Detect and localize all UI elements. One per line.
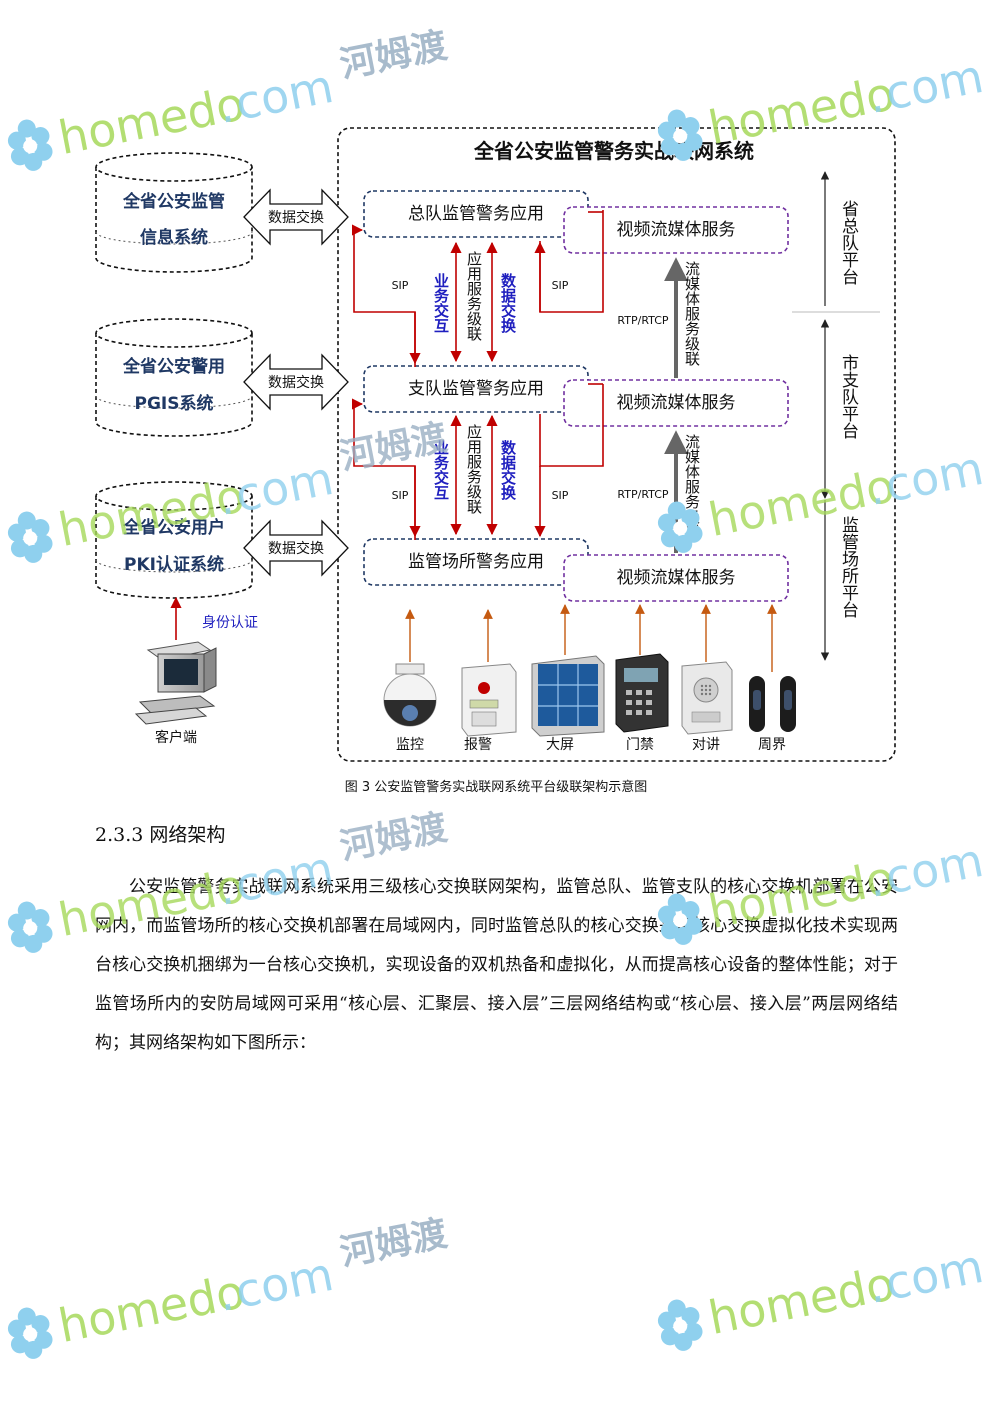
watermark-cn: 河姆渡 bbox=[337, 807, 451, 868]
database-pgis: 全省公安警用 PGIS系统 bbox=[95, 318, 253, 437]
architecture-diagram: 全省公安监管警务实战联网系统 全省公安监管 信息系统 全省公安警用 PGIS系统… bbox=[95, 127, 896, 762]
exchange-label: 数据交换 bbox=[268, 209, 324, 226]
intercom-icon bbox=[681, 661, 733, 735]
system-title: 全省公安监管警务实战联网系统 bbox=[473, 139, 754, 163]
exchange-label: 数据交换 bbox=[268, 540, 324, 557]
app-label: 支队监管警务应用 bbox=[408, 379, 544, 399]
media-label: 视频流媒体服务 bbox=[617, 393, 736, 413]
device-label: 大屏 bbox=[546, 737, 574, 753]
media-box-branch bbox=[563, 379, 789, 427]
device-label: 周界 bbox=[758, 737, 786, 753]
exchange-label: 数据交换 bbox=[268, 374, 324, 391]
watermark-brand: homedo bbox=[54, 1264, 249, 1353]
flower-logo-icon bbox=[7, 1307, 53, 1359]
media-label: 视频流媒体服务 bbox=[617, 220, 736, 240]
client-label: 客户端 bbox=[155, 729, 197, 746]
db-line1: 全省公安警用 bbox=[122, 356, 225, 377]
camera-icon bbox=[383, 663, 437, 727]
device-label: 报警 bbox=[464, 737, 492, 753]
rtp-label: RTP/RTCP bbox=[617, 314, 668, 327]
sip-label: SIP bbox=[552, 279, 569, 292]
app-cascade-label: 应用服务级联 bbox=[465, 423, 483, 515]
flower-logo-icon bbox=[7, 901, 53, 953]
body-paragraph: 公安监管警务实战联网系统采用三级核心交换联网架构，监管总队、监管支队的核心交换机… bbox=[95, 877, 898, 1053]
exchange-arrow-1: 数据交换 bbox=[243, 188, 349, 246]
sip-label: SIP bbox=[552, 489, 569, 502]
media-box-headquarters bbox=[563, 206, 789, 254]
watermark-com: com bbox=[231, 1247, 338, 1319]
db-line1: 全省公安用户 bbox=[122, 517, 225, 538]
watermark-brand: homedo bbox=[704, 1256, 899, 1345]
media-cascade-label: 流媒体服务级联 bbox=[683, 261, 701, 367]
sip-lines bbox=[351, 210, 604, 540]
db-line2: PKI认证系统 bbox=[124, 554, 224, 575]
exchange-arrow-3: 数据交换 bbox=[243, 519, 349, 577]
rtp-label: RTP/RTCP bbox=[617, 488, 668, 501]
client-pc-icon bbox=[134, 641, 217, 725]
device-label: 门禁 bbox=[626, 737, 654, 753]
video-wall-icon bbox=[531, 655, 605, 737]
section-heading: 2.3.3 网络架构 bbox=[95, 824, 226, 846]
device-label: 对讲 bbox=[692, 737, 720, 753]
watermark-cn: 河姆渡 bbox=[337, 1213, 451, 1274]
device-label: 监控 bbox=[396, 737, 424, 753]
watermark-com: com bbox=[881, 1239, 988, 1311]
device-arrows bbox=[405, 604, 777, 672]
flower-logo-icon bbox=[657, 1299, 703, 1351]
sip-label: SIP bbox=[392, 489, 409, 502]
figure-caption: 图 3 公安监管警务实战联网系统平台级联架构示意图 bbox=[344, 780, 648, 795]
data-exchange-label: 数据交换 bbox=[499, 439, 517, 501]
alarm-panel-icon bbox=[461, 663, 517, 737]
watermark: homedo . com 河姆渡 bbox=[7, 1213, 451, 1359]
level-label-province: 省总队平台 bbox=[838, 200, 859, 285]
level-label-city: 市支队平台 bbox=[838, 354, 859, 439]
sip-label: SIP bbox=[392, 279, 409, 292]
db-line2: 信息系统 bbox=[140, 227, 208, 248]
watermark-dot: . bbox=[213, 1266, 238, 1322]
app-label: 监管场所警务应用 bbox=[408, 552, 544, 572]
app-label: 总队监管警务应用 bbox=[408, 204, 544, 224]
exchange-arrow-2: 数据交换 bbox=[243, 353, 349, 411]
db-line2: PGIS系统 bbox=[135, 393, 214, 414]
level-label-facility: 监管场所平台 bbox=[838, 516, 859, 618]
media-box-facility bbox=[563, 554, 789, 602]
biz-interaction-label: 业务交互 bbox=[432, 273, 450, 333]
access-control-icon bbox=[615, 653, 669, 733]
system-frame bbox=[337, 127, 896, 762]
database-monitoring-info: 全省公安监管 信息系统 bbox=[95, 152, 253, 273]
biz-interaction-label: 业务交互 bbox=[432, 440, 450, 500]
data-exchange-label: 数据交换 bbox=[499, 272, 517, 334]
watermark-dot: . bbox=[863, 1258, 888, 1314]
watermark: homedo . com bbox=[657, 1239, 988, 1351]
media-label: 视频流媒体服务 bbox=[617, 568, 736, 588]
auth-label: 身份认证 bbox=[202, 615, 258, 631]
perimeter-sensor-icon bbox=[749, 676, 796, 732]
media-cascade-label: 流媒体服务级联 bbox=[683, 434, 701, 540]
database-pki: 全省公安用户 PKI认证系统 bbox=[95, 481, 253, 599]
app-cascade-label: 应用服务级联 bbox=[465, 250, 483, 342]
db-line1: 全省公安监管 bbox=[122, 191, 225, 212]
